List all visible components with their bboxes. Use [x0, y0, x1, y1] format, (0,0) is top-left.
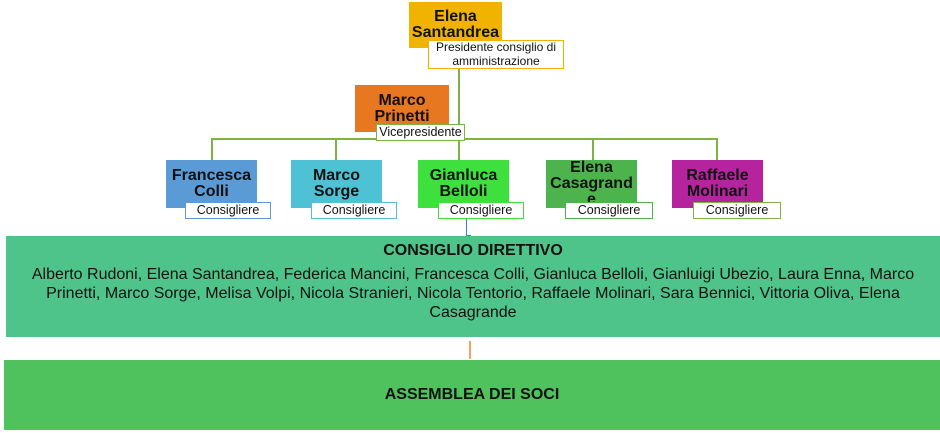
connector-drop-4 — [592, 138, 594, 160]
councillor-1-name-line1: Francesca — [171, 167, 252, 184]
connector-orange — [469, 341, 471, 359]
councillor-2-name-line1: Marco — [312, 167, 361, 184]
councillor-2-name-line2: Sorge — [313, 183, 360, 200]
vicepresident-name-line1: Marco — [378, 91, 426, 109]
president-role: Presidente consiglio di amministrazione — [428, 40, 564, 69]
president-name-line2: Santandrea — [411, 24, 500, 41]
assemblea-title: ASSEMBLEA DEI SOCI — [384, 386, 560, 403]
consiglio-direttivo-title: CONSIGLIO DIRETTIVO — [383, 242, 563, 259]
consiglio-direttivo-box: CONSIGLIO DIRETTIVO Alberto Rudoni, Elen… — [6, 236, 940, 337]
councillor-5-name-line2: Molinari — [686, 183, 749, 200]
councillor-5-role: Consigliere — [693, 202, 781, 219]
consiglio-direttivo-members: Alberto Rudoni, Elena Santandrea, Federi… — [31, 266, 915, 321]
connector-drop-3 — [458, 138, 460, 160]
councillor-3-role: Consigliere — [438, 202, 524, 219]
councillor-4-name-line1: Elena — [570, 160, 613, 176]
connector-drop-2 — [335, 138, 337, 160]
connector-president-trunk — [458, 48, 460, 138]
president-name-line1: Elena — [434, 8, 477, 25]
councillor-1-role: Consigliere — [185, 202, 271, 219]
vicepresident-name-line2: Prinetti — [374, 107, 430, 125]
councillor-3-name-line1: Gianluca — [429, 167, 498, 184]
councillor-2-role: Consigliere — [311, 202, 397, 219]
connector-drop-5 — [716, 138, 718, 160]
councillor-5-name-line1: Raffaele — [686, 167, 749, 184]
connector-drop-1 — [211, 138, 213, 160]
councillor-3-name-line2: Belloli — [439, 183, 488, 200]
councillor-1-name-line2: Colli — [194, 183, 229, 200]
councillor-4-name-line2: Casagrande — [550, 175, 633, 208]
assemblea-box: ASSEMBLEA DEI SOCI — [4, 360, 940, 430]
connector-small-blue — [466, 218, 471, 236]
councillor-4-role: Consigliere — [565, 202, 653, 219]
vicepresident-role: Vicepresidente — [376, 124, 465, 141]
